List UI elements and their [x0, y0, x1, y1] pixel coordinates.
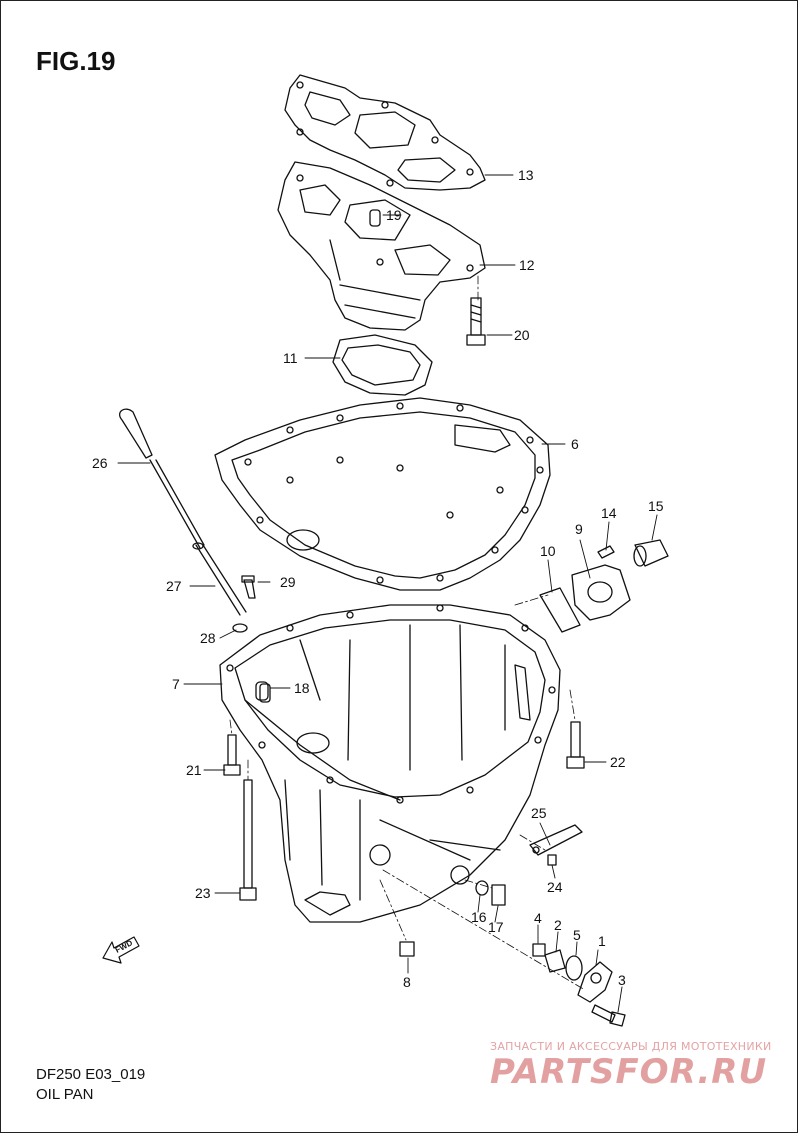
part-15-sender — [633, 539, 669, 567]
callout-17: 17 — [488, 919, 504, 935]
alignment-lines — [229, 274, 586, 991]
watermark-logo: PARTSFOR.RU — [490, 1052, 768, 1092]
part-29-bolt — [241, 575, 256, 599]
callout-28: 28 — [200, 630, 216, 646]
part-11-gasket — [332, 334, 433, 396]
part-7-oil-pan — [219, 604, 561, 923]
part-23-bolt — [239, 779, 257, 901]
callout-6: 6 — [571, 436, 579, 452]
part-13-gasket — [284, 74, 486, 191]
callout-12: 12 — [519, 257, 535, 273]
part-12-housing — [277, 161, 486, 331]
callout-1: 1 — [598, 933, 606, 949]
part-8-plug — [399, 941, 415, 957]
callout-26: 26 — [92, 455, 108, 471]
model-code: DF250 E03_019 — [36, 1066, 146, 1083]
part-20-bolt — [466, 297, 486, 346]
callout-27: 27 — [166, 578, 182, 594]
callout-2: 2 — [554, 917, 562, 933]
part-25-bracket — [529, 824, 583, 856]
callout-10: 10 — [540, 543, 556, 559]
callout-5: 5 — [573, 927, 581, 943]
callout-24: 24 — [547, 879, 563, 895]
diagram-name: OIL PAN — [36, 1086, 94, 1103]
callout-8: 8 — [403, 974, 411, 990]
callout-21: 21 — [186, 762, 202, 778]
part-3-bolt — [591, 1004, 626, 1027]
callout-13: 13 — [518, 167, 534, 183]
part-22-bolt — [566, 721, 585, 769]
callout-29: 29 — [280, 574, 296, 590]
part-18-dowel — [255, 681, 269, 701]
callout-4: 4 — [534, 910, 542, 926]
part-5-oring — [565, 955, 583, 981]
callout-23: 23 — [195, 885, 211, 901]
callout-19: 19 — [386, 207, 402, 223]
part-10-gasket — [539, 587, 581, 633]
callout-7: 7 — [172, 676, 180, 692]
callout-11: 11 — [283, 350, 298, 366]
watermark-tagline: ЗАПЧАСТИ И АКСЕССУАРЫ ДЛЯ МОТОТЕХНИКИ — [490, 1040, 772, 1053]
part-26-dipstick — [119, 408, 205, 549]
callout-20: 20 — [514, 327, 530, 343]
part-27-guide — [192, 542, 247, 616]
callout-14: 14 — [601, 505, 617, 521]
part-17-plug — [491, 884, 506, 906]
callout-16: 16 — [471, 909, 487, 925]
part-16-washer — [475, 880, 489, 896]
leader-lines — [117, 174, 658, 1013]
callout-15: 15 — [648, 498, 664, 514]
part-9-bracket — [571, 564, 631, 621]
callout-3: 3 — [618, 972, 626, 988]
callout-18: 18 — [294, 680, 310, 696]
part-21-bolt — [223, 734, 241, 776]
part-1-cover — [577, 961, 613, 1003]
part-2-spacer — [544, 949, 566, 973]
fwd-arrow-icon — [102, 936, 140, 964]
part-24-bolt — [547, 854, 557, 866]
callout-9: 9 — [575, 521, 583, 537]
callout-22: 22 — [610, 754, 626, 770]
callout-25: 25 — [531, 805, 547, 821]
part-4-bolt — [532, 943, 546, 957]
part-6-gasket — [214, 397, 551, 591]
figure-title: FIG.19 — [36, 46, 116, 76]
part-28-oring — [232, 623, 248, 633]
